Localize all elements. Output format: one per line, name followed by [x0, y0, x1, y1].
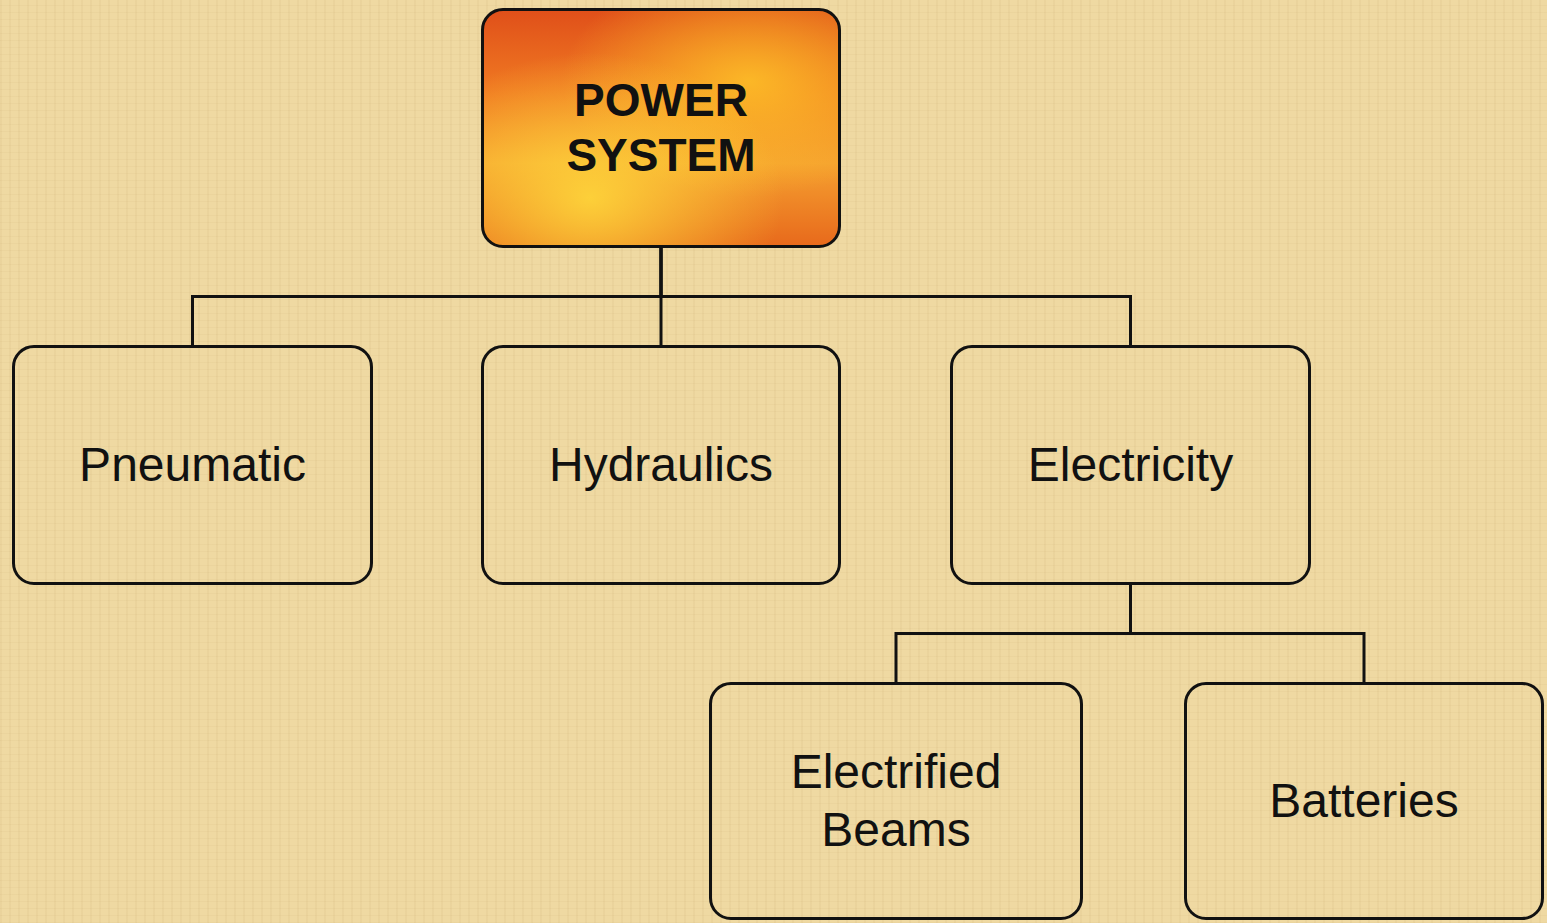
node-label: Electrified Beams	[724, 743, 1068, 858]
category-box: Batteries	[1184, 682, 1544, 920]
tree-connector	[661, 248, 1131, 345]
node-label: Batteries	[1257, 772, 1470, 830]
category-box: Electrified Beams	[709, 682, 1083, 920]
category-box: Pneumatic	[12, 345, 373, 585]
node-label: POWER SYSTEM	[534, 73, 788, 183]
tree-connector	[1131, 585, 1365, 682]
tree-connector	[896, 585, 1131, 682]
node-label: Pneumatic	[67, 436, 318, 494]
category-box: Electricity	[950, 345, 1311, 585]
category-box: Hydraulics	[481, 345, 841, 585]
node-label: Hydraulics	[537, 436, 785, 494]
root-box: POWER SYSTEM	[481, 8, 841, 248]
node-label: Electricity	[1016, 436, 1245, 494]
tree-connector	[193, 248, 662, 345]
